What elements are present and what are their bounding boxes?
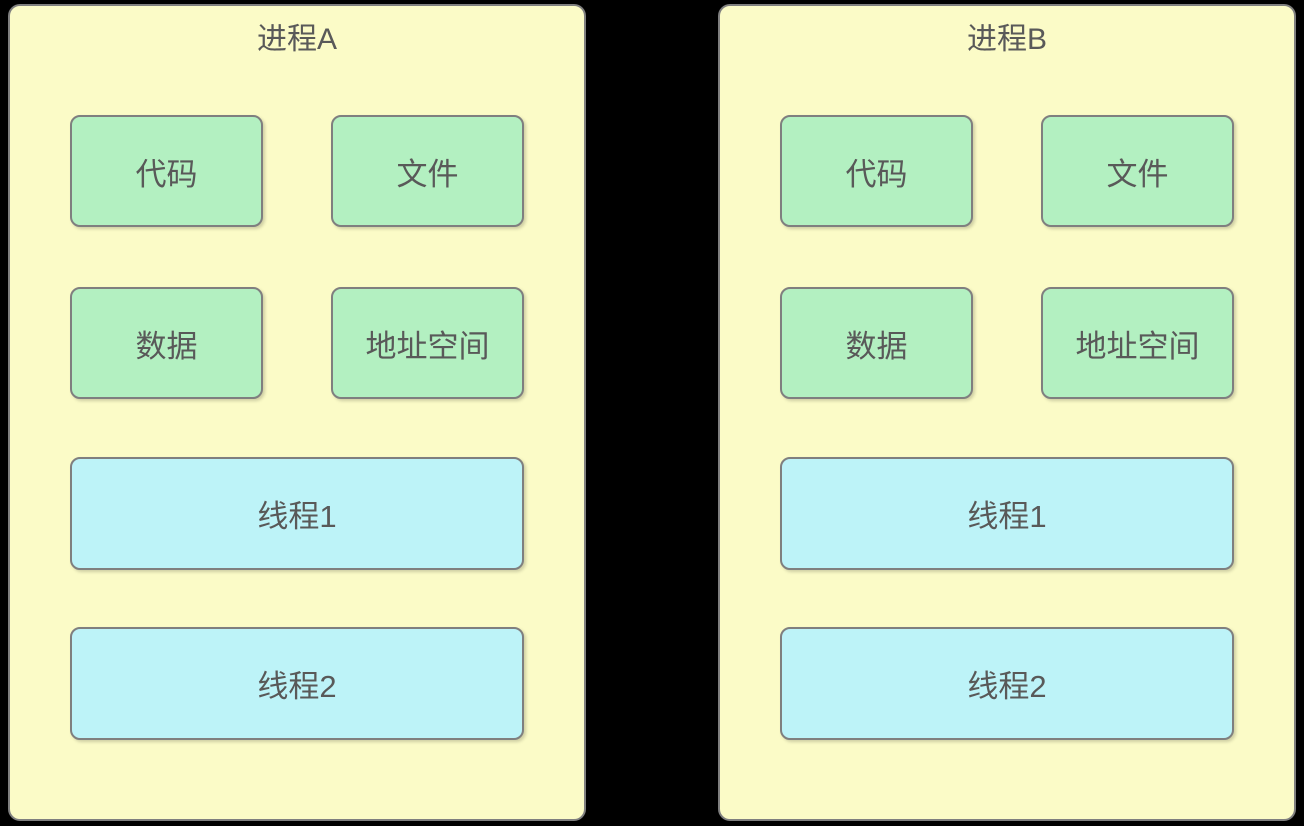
thread-box-1: 线程1 [780,457,1234,570]
process-b-resource-row-2: 数据 地址空间 [780,287,1234,399]
thread-box-1: 线程1 [70,457,524,570]
resource-box-address-space: 地址空间 [1041,287,1234,399]
process-b-resource-row-1: 代码 文件 [780,115,1234,227]
resource-box-file: 文件 [1041,115,1234,227]
resource-box-file: 文件 [331,115,524,227]
thread-box-2: 线程2 [780,627,1234,740]
thread-box-2: 线程2 [70,627,524,740]
resource-box-address-space: 地址空间 [331,287,524,399]
process-a-title: 进程A [256,23,337,56]
process-a-resource-row-1: 代码 文件 [70,115,524,227]
resource-box-data: 数据 [70,287,263,399]
process-a-container: 进程A 代码 文件 数据 地址空间 线程1 线程2 [8,4,586,821]
process-b-title: 进程B [966,23,1047,56]
process-b-container: 进程B 代码 文件 数据 地址空间 线程1 线程2 [718,4,1296,821]
resource-box-code: 代码 [70,115,263,227]
process-a-resource-row-2: 数据 地址空间 [70,287,524,399]
resource-box-code: 代码 [780,115,973,227]
resource-box-data: 数据 [780,287,973,399]
